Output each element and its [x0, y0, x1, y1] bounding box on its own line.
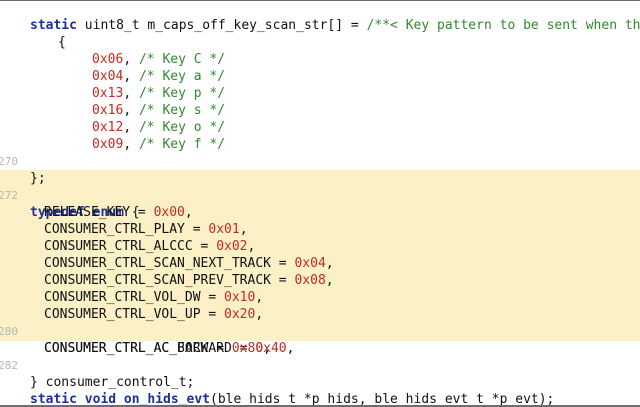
- hex-value: 0x12: [92, 120, 124, 135]
- enum-name: CONSUMER_CTRL_AC_FORWARD: [44, 341, 232, 356]
- typedef-keyword: typedef enum: [30, 205, 124, 220]
- declaration-text: uint8_t m_caps_off_key_scan_str[] =: [76, 18, 367, 33]
- hex-value: 0x16: [92, 103, 124, 118]
- enum-value: 0x10: [224, 290, 256, 305]
- enum-close: } consumer_control_t;: [30, 375, 195, 390]
- hex-value: 0x04: [92, 69, 124, 84]
- enum-name: CONSUMER_CTRL_VOL_DW: [44, 290, 201, 305]
- typedef-brace: {: [123, 205, 140, 220]
- function-keywords: static void: [30, 392, 117, 407]
- enum-name: CONSUMER_CTRL_SCAN_PREV_TRACK: [44, 273, 271, 288]
- line-number: 270: [0, 155, 18, 168]
- enum-name: CONSUMER_CTRL_ALCCC: [44, 239, 193, 254]
- key-comment: /* Key a */: [138, 69, 226, 84]
- code-line-close-array: 270 };: [0, 136, 640, 186]
- enum-value: 0x04: [294, 256, 326, 271]
- code-line-typedef: 272 typedef enum {: [0, 170, 640, 220]
- enum-value: 0x02: [216, 239, 248, 254]
- enum-value: 0x20: [224, 307, 256, 322]
- enum-item: CONSUMER_CTRL_ALCCC = 0x02,: [44, 239, 256, 254]
- doc-comment: /**< Key pattern to be sent when th: [366, 18, 640, 33]
- key-comment: /* Key s */: [138, 103, 226, 118]
- code-line-enum-close: 282 } consumer_control_t;: [0, 340, 640, 390]
- enum-item: CONSUMER_CTRL_VOL_DW = 0x10,: [44, 290, 264, 305]
- line-number: 272: [0, 189, 18, 202]
- keyword: static: [30, 18, 77, 33]
- highlighted-selection: [0, 170, 640, 341]
- hex-value: 0x09: [92, 137, 124, 152]
- enum-item: 280 CONSUMER_CTRL_AC_FORWARD = 0x40,: [0, 306, 640, 356]
- enum-name: CONSUMER_CTRL_SCAN_NEXT_TRACK: [44, 256, 271, 271]
- enum-value: 0x01: [208, 222, 240, 237]
- code-line-array-decl: static uint8_t m_caps_off_key_scan_str[]…: [0, 0, 640, 33]
- function-params: (ble_hids_t *p_hids, ble_hids_evt_t *p_e…: [210, 392, 555, 407]
- enum-name: CONSUMER_CTRL_AC_BACK: [44, 341, 209, 356]
- enum-value: 0x08: [294, 273, 326, 288]
- code-line-key: 0x12, /* Key o */: [92, 120, 226, 135]
- enum-value: 0x00: [153, 205, 185, 220]
- key-comment: /* Key o */: [138, 120, 226, 135]
- enum-item: CONSUMER_CTRL_PLAY = 0x01,: [44, 222, 248, 237]
- code-line-function-decl: static void on_hids_evt(ble_hids_t *p_hi…: [0, 374, 640, 407]
- code-line-key: 0x06, /* Key C */: [92, 52, 226, 67]
- function-name: on_hids_evt: [116, 392, 211, 407]
- enum-value: 0x40: [255, 341, 287, 356]
- line-number: 282: [0, 359, 18, 372]
- enum-item: RELEASE_KEY = 0x00,: [44, 205, 193, 220]
- code-line-key: 0x16, /* Key s */: [92, 103, 226, 118]
- open-brace: {: [58, 35, 66, 50]
- key-comment: /* Key f */: [138, 137, 226, 152]
- code-line-key: 0x09, /* Key f */: [92, 137, 226, 152]
- enum-name: RELEASE_KEY: [44, 205, 131, 220]
- enum-value: 0x80: [231, 341, 264, 356]
- code-line-key: 0x13, /* Key p */: [92, 86, 226, 101]
- enum-item: CONSUMER_CTRL_SCAN_NEXT_TRACK = 0x04,: [44, 256, 334, 271]
- frame-bottom-border: [0, 405, 640, 407]
- enum-item: CONSUMER_CTRL_AC_BACK = 0x80,: [44, 341, 271, 356]
- enum-name: CONSUMER_CTRL_VOL_UP: [44, 307, 201, 322]
- code-line-key: 0x04, /* Key a */: [92, 69, 226, 84]
- enum-item: CONSUMER_CTRL_VOL_UP = 0x20,: [44, 307, 264, 322]
- enum-name: CONSUMER_CTRL_PLAY: [44, 222, 185, 237]
- key-comment: /* Key p */: [138, 86, 226, 101]
- enum-item: CONSUMER_CTRL_SCAN_PREV_TRACK = 0x08,: [44, 273, 334, 288]
- key-comment: /* Key C */: [138, 52, 226, 67]
- frame-top-border: [0, 0, 640, 1]
- code-line-open-brace: {: [0, 17, 640, 50]
- hex-value: 0x13: [92, 86, 124, 101]
- close-array: };: [30, 171, 46, 186]
- hex-value: 0x06: [92, 52, 124, 67]
- line-number: 280: [0, 325, 18, 338]
